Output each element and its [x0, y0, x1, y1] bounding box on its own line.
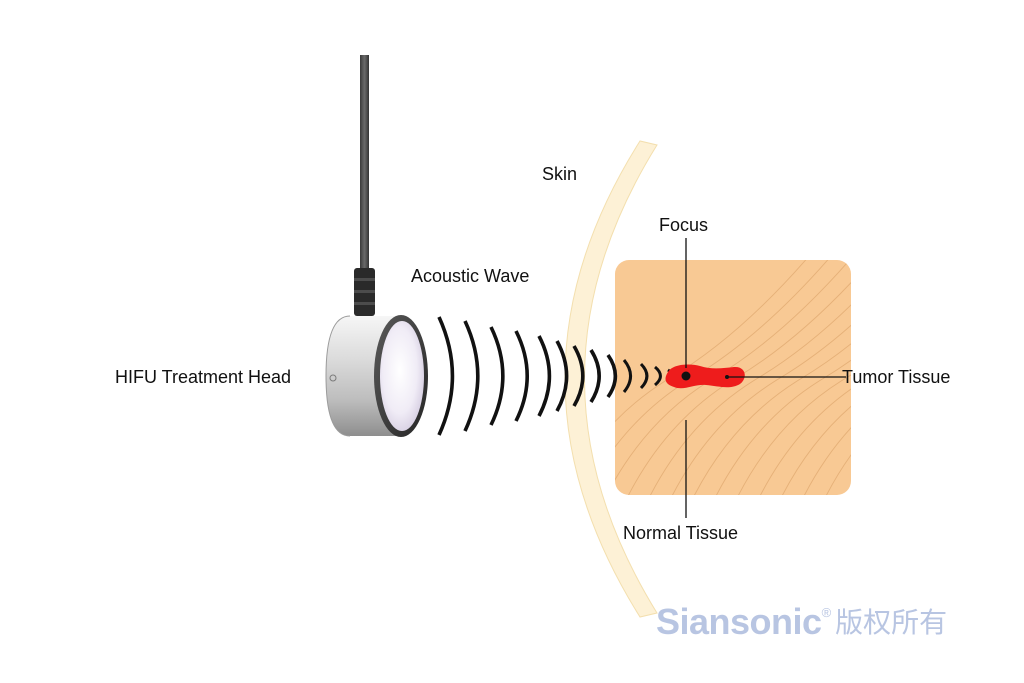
- watermark-registered-mark: ®: [821, 605, 832, 620]
- acoustic-wave-arc: [639, 362, 649, 390]
- label-tumor-tissue: Tumor Tissue: [842, 367, 951, 387]
- acoustic-wave-arc: [537, 335, 552, 417]
- acoustic-wave-arc: [589, 349, 601, 403]
- tissue-grain-line: [691, 260, 851, 495]
- acoustic-wave-arc: [572, 345, 585, 407]
- tissue-grain-line: [735, 260, 851, 495]
- acoustic-wave-arc: [514, 330, 529, 422]
- tissue-grain-line: [801, 260, 851, 495]
- leader-lines: [685, 238, 846, 518]
- tissue-grain-line: [647, 260, 851, 495]
- label-acoustic-wave: Acoustic Wave: [411, 266, 530, 286]
- acoustic-wave-arc: [606, 353, 618, 399]
- acoustic-wave-arc: [437, 316, 455, 436]
- acoustic-wave-arcs: [437, 316, 675, 436]
- label-normal-tissue: Normal Tissue: [623, 523, 739, 543]
- acoustic-wave-arc: [653, 365, 662, 387]
- skin-layer: [564, 140, 658, 618]
- label-skin: Skin: [542, 164, 578, 184]
- cable-connector: [354, 268, 375, 316]
- label-hifu-treatment-head: HIFU Treatment Head: [115, 367, 292, 387]
- cable: [360, 55, 369, 275]
- watermark: Siansonic®版权所有: [656, 604, 947, 640]
- tissue-grain-line: [757, 260, 851, 495]
- tissue-grain-line: [779, 260, 851, 495]
- tumor-shape: [665, 364, 745, 389]
- transducer-lens: [380, 321, 424, 431]
- acoustic-wave-arc: [489, 326, 505, 426]
- focus-point: [681, 371, 691, 381]
- watermark-brand: Siansonic: [656, 601, 822, 642]
- acoustic-wave-arc: [622, 359, 633, 393]
- acoustic-wave-arc: [555, 340, 569, 412]
- tumor-leader-dot: [725, 375, 729, 379]
- watermark-suffix: 版权所有: [835, 606, 948, 639]
- label-focus: Focus: [659, 215, 709, 235]
- tissue-grain-line: [713, 260, 851, 495]
- hifu-treatment-head: [325, 55, 428, 437]
- tissue-grain-line: [669, 260, 851, 495]
- acoustic-wave-arc: [463, 320, 480, 432]
